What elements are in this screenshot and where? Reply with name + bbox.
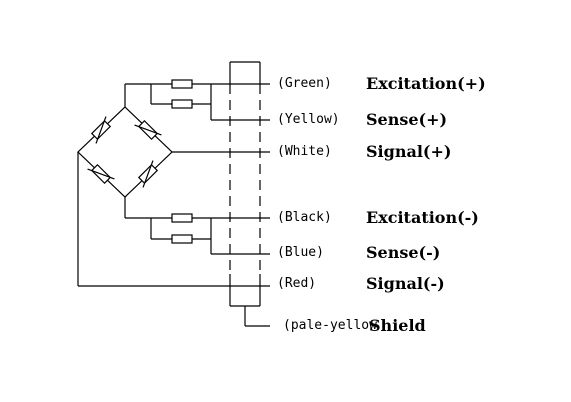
signal-label-sense-plus: Sense(+) [366, 110, 448, 129]
strain-gauge-top-left [90, 116, 112, 144]
wire-color-label-pale-yellow: (pale-yellow [283, 318, 377, 333]
signal-label-signal-minus: Signal(-) [366, 274, 445, 293]
wire-color-label-blue: (Blue) [277, 245, 324, 260]
strain-gauge-top-right [134, 119, 162, 141]
strain-gauge-bottom-right [137, 160, 159, 188]
signal-label-excitation-plus: Excitation(+) [366, 74, 486, 93]
compensation-resistor-yellow [171, 99, 193, 109]
signal-minus-wire [77, 152, 270, 287]
compensation-resistor-green [171, 79, 193, 89]
signal-label-sense-minus: Sense(-) [366, 243, 441, 262]
cable-shield [229, 61, 270, 327]
signal-label-excitation-minus: Excitation(-) [366, 208, 479, 227]
wire-color-label-black: (Black) [277, 210, 332, 225]
wire-color-label-red: (Red) [277, 276, 317, 291]
strain-gauge-bottom-left [87, 163, 115, 185]
top-branch [124, 79, 270, 121]
wheatstone-bridge [77, 106, 173, 198]
compensation-resistor-blue [171, 234, 193, 244]
wire-color-label-yellow: (Yellow) [277, 112, 340, 127]
signal-label-signal-plus: Signal(+) [366, 142, 452, 161]
wire-color-label-green: (Green) [277, 76, 332, 91]
compensation-resistor-black [171, 213, 193, 223]
wire-color-label-white: (White) [277, 144, 332, 159]
signal-label-shield: Shield [369, 316, 426, 335]
bottom-branch [124, 197, 270, 255]
